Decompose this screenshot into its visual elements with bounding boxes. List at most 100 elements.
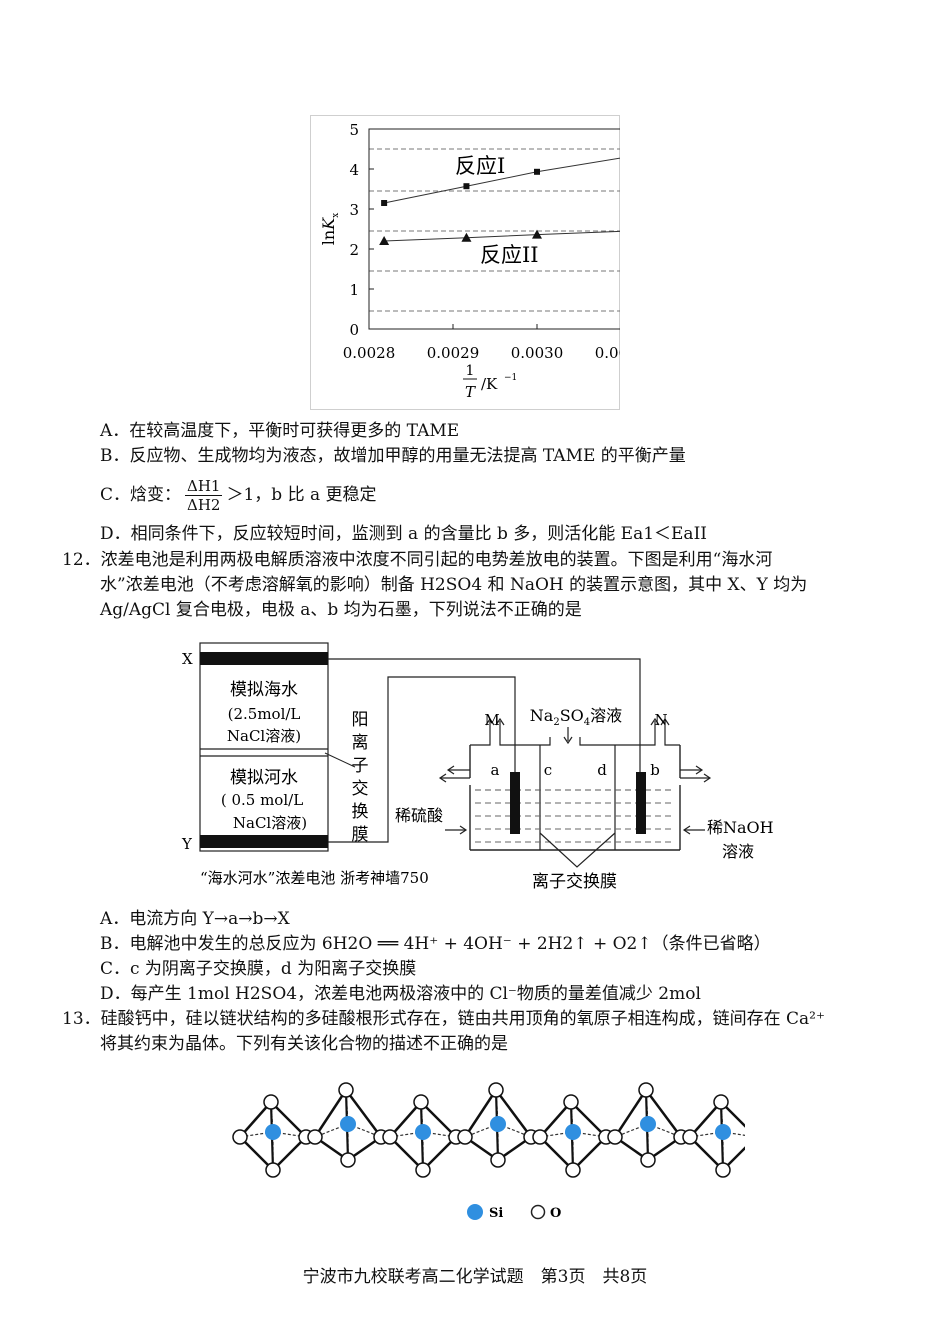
data-point-triangle: [379, 236, 390, 245]
q12-option-d: D．每产生 1mol H2SO4，浓差电池两极溶液中的 Cl⁻物质的量差值减少 …: [100, 984, 701, 1004]
silicon-atom: [715, 1124, 731, 1140]
series-label-reaction-2: 反应II: [480, 243, 539, 267]
electrolysis-tank: [469, 737, 681, 851]
cell-caption: “海水河水”浓差电池 浙考神墙750: [200, 869, 429, 887]
edge: [720, 1101, 745, 1128]
svg-text:−1: −1: [504, 373, 517, 383]
oxygen-atom: [682, 1129, 698, 1145]
edge: [613, 1089, 648, 1138]
label-a: a: [491, 761, 500, 779]
q12-option-a: A．电流方向 Y→a→b→X: [100, 909, 290, 929]
edge: [389, 1136, 424, 1171]
membrane-char: 子: [352, 756, 369, 776]
electrode-x: [200, 652, 328, 665]
oxygen-atom: [263, 1094, 279, 1110]
oxygen-atom: [565, 1162, 581, 1178]
oxygen-atom: [457, 1129, 473, 1145]
svg-text:1: 1: [466, 363, 475, 379]
edge: [689, 1136, 724, 1171]
edge: [313, 1089, 348, 1138]
river-conc: ( 0.5 mol/L: [221, 791, 303, 809]
q12-stem-line2: 水”浓差电池（不考虑溶解氧的影响）制备 H2SO4 和 NaOH 的装置示意图，…: [100, 575, 808, 595]
membrane-caption: 离子交换膜: [532, 872, 617, 892]
silicon-atom: [490, 1116, 506, 1132]
edge: [722, 1146, 745, 1171]
oxygen-atom: [413, 1094, 429, 1110]
silicon-atom: [340, 1116, 356, 1132]
y-tick-label: 0: [349, 321, 359, 339]
sea-label: 模拟海水: [230, 680, 298, 700]
membrane-char: 换: [352, 802, 369, 822]
plot-frame: [368, 128, 620, 330]
silicate-chain-diagram: Si O: [232, 1082, 745, 1221]
membrane-char: 膜: [352, 825, 369, 845]
data-point-square: [534, 168, 540, 175]
membrane-char: 阳: [352, 710, 369, 730]
electrode-a: [510, 772, 520, 834]
oxygen-atom: [340, 1152, 356, 1168]
x-axis-label: 1 T /K −1: [463, 363, 517, 401]
edge: [539, 1136, 574, 1171]
edge: [494, 1089, 533, 1138]
oxygen-atom: [490, 1152, 506, 1168]
label-c: c: [544, 761, 552, 779]
oxygen-atom: [638, 1082, 654, 1098]
oxygen-atom: [232, 1129, 248, 1145]
q12-stem-line1: 12．浓差电池是利用两极电解质溶液中浓度不同引起的电势差放电的装置。下图是利用“…: [62, 550, 773, 570]
sea-solution: NaCl溶液): [227, 727, 301, 745]
x-tick-label: 0.0031: [595, 344, 620, 362]
x-tick-label: 0.0030: [511, 344, 564, 362]
svg-text:T: T: [465, 383, 476, 401]
sea-conc: (2.5mol/L: [228, 705, 301, 723]
svg-text:/K: /K: [481, 375, 498, 393]
o-legend-icon: [530, 1204, 546, 1220]
edge: [389, 1101, 422, 1138]
fraction-numerator: ΔH1: [185, 477, 223, 496]
river-solution: NaCl溶液): [233, 814, 307, 832]
oxygen-atom: [640, 1152, 656, 1168]
y-tick-label: 3: [349, 201, 359, 219]
series-line-1: [384, 157, 620, 204]
electrode-y: [200, 835, 328, 848]
q11-option-b: B．反应物、生成物均为液态，故增加甲醇的用量无法提高 TAME 的平衡产量: [100, 446, 686, 466]
oxygen-atom: [532, 1129, 548, 1145]
q12-option-b: B．电解池中发生的总反应为 6H2O ══ 4H⁺ + 4OH⁻ + 2H2↑ …: [100, 934, 771, 954]
edge: [422, 1136, 457, 1171]
cation-membrane-label: 阳离子交换膜: [352, 710, 369, 845]
edge: [570, 1101, 607, 1138]
q12-option-c: C．c 为阴离子交换膜，d 为阳离子交换膜: [100, 959, 417, 979]
edge: [420, 1101, 457, 1138]
oxygen-atom: [338, 1082, 354, 1098]
data-point-triangle: [532, 229, 542, 239]
edge: [463, 1089, 498, 1138]
label-d: d: [597, 761, 607, 779]
label-y: Y: [181, 835, 193, 853]
page-footer: 宁波市九校联考高二化学试题 第3页 共8页: [302, 1267, 648, 1287]
q11-option-d: D．相同条件下，反应较短时间，监测到 a 的含量比 b 多，则活化能 Ea1＜E…: [100, 524, 708, 544]
q13-stem-line2: 将其约束为晶体。下列有关该化合物的描述不正确的是: [100, 1034, 508, 1054]
oxygen-atom: [382, 1129, 398, 1145]
edge: [344, 1089, 383, 1138]
edge: [270, 1101, 307, 1138]
edge: [689, 1101, 722, 1138]
oxygen-atom: [415, 1162, 431, 1178]
si-legend-label: Si: [489, 1206, 503, 1221]
edge: [539, 1101, 572, 1138]
membrane-char: 离: [352, 733, 369, 753]
concentration-cell-diagram: X Y 模拟海水 (2.5mol/L NaCl溶液) 模拟河水 ( 0.5 mo…: [181, 642, 774, 892]
q13-stem-line1: 13．硅酸钙中，硅以链状结构的多硅酸根形式存在，链由共用顶角的氧原子相连构成，链…: [62, 1009, 825, 1029]
o-legend-label: O: [550, 1206, 561, 1221]
electrode-b: [636, 772, 646, 834]
fraction-denominator: ΔH2: [187, 496, 221, 514]
oxygen-atom: [488, 1082, 504, 1098]
oxygen-atom: [607, 1129, 623, 1145]
naoh-solution-label: 溶液: [722, 842, 754, 861]
silicon-atom: [640, 1116, 656, 1132]
edge: [239, 1136, 274, 1171]
label-b: b: [650, 761, 660, 779]
x-tick-label: 0.0029: [427, 344, 480, 362]
oxygen-atom: [307, 1129, 323, 1145]
edge: [272, 1136, 307, 1171]
silicon-atom: [565, 1124, 581, 1140]
